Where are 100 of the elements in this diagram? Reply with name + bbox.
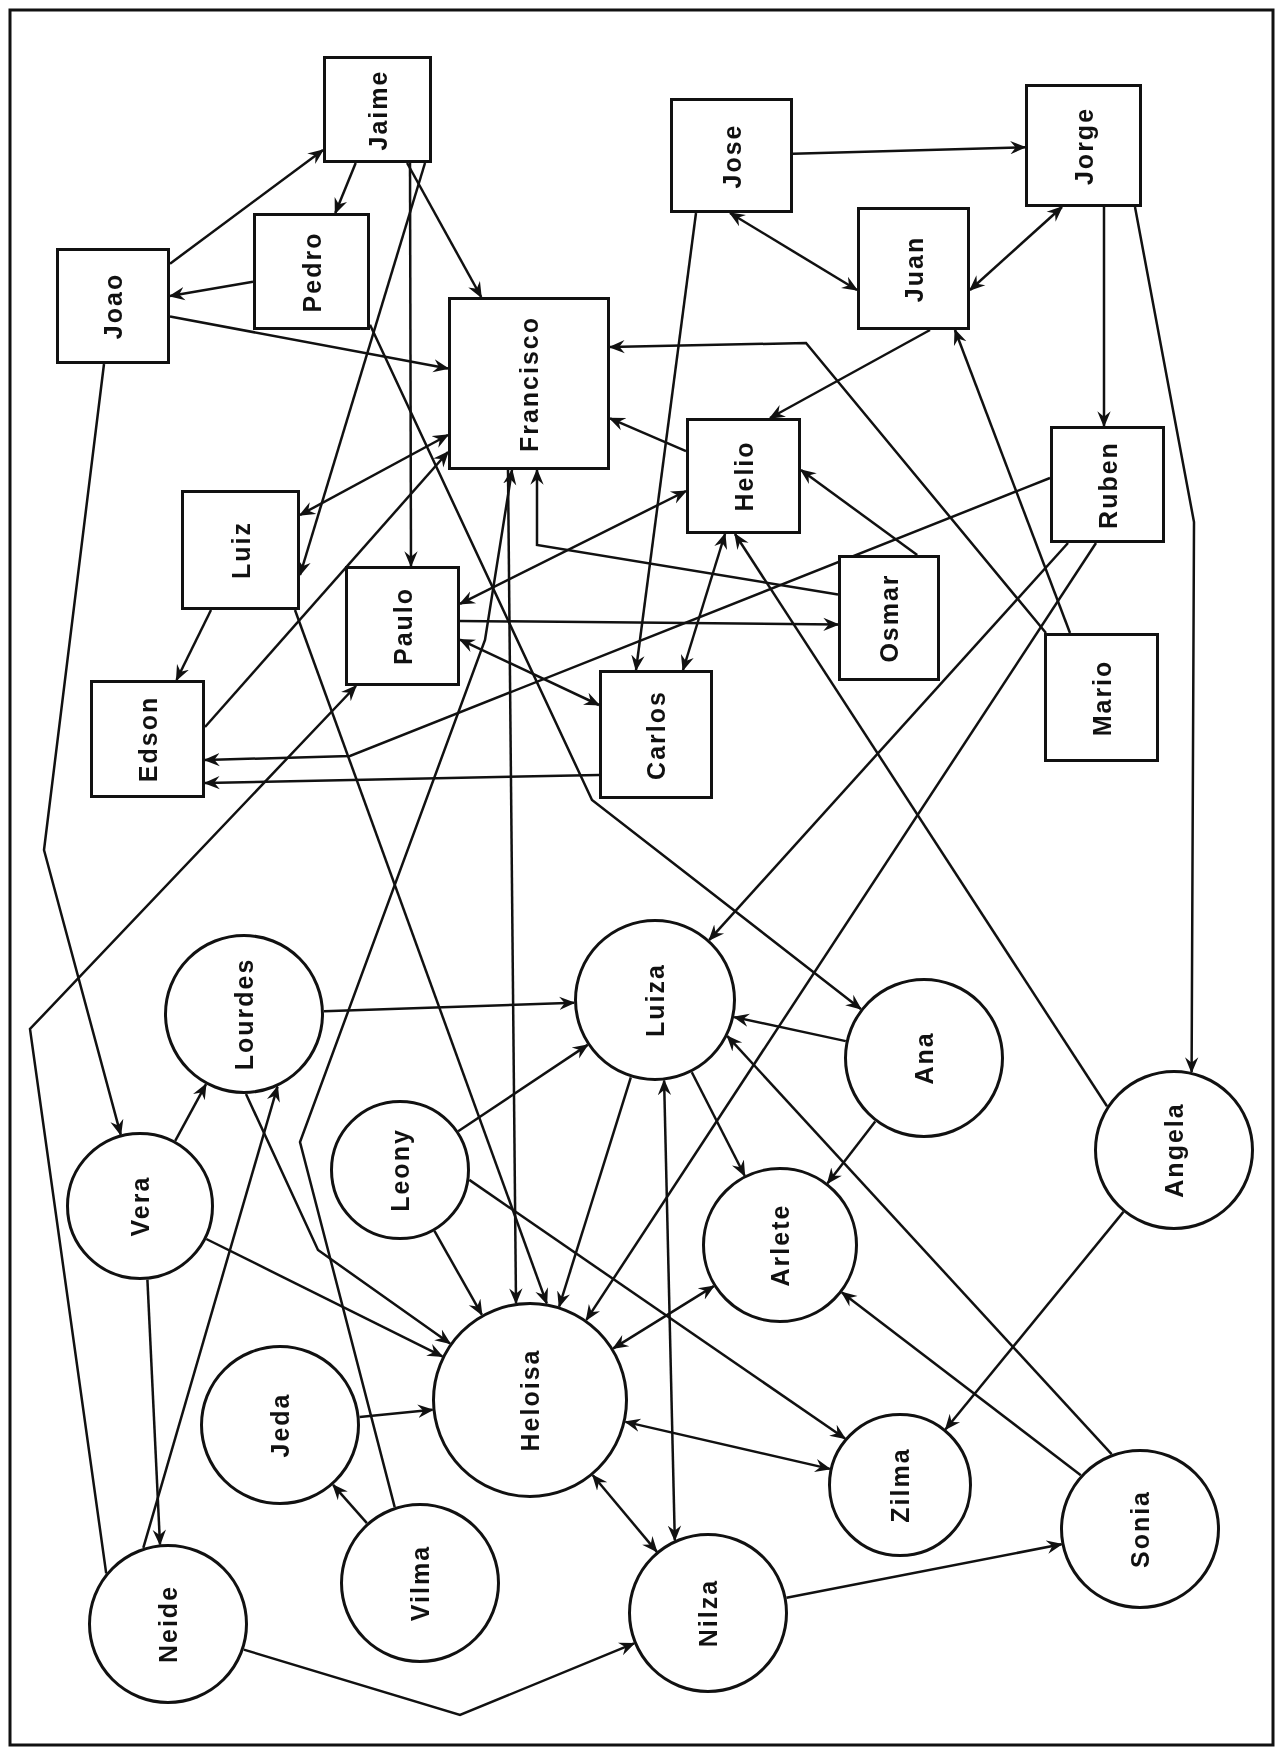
arrow — [28, 685, 357, 1574]
name-label: Helio — [729, 440, 758, 512]
name-label: Jaime — [363, 69, 392, 150]
arrow — [169, 315, 450, 373]
arrow — [786, 1540, 1063, 1599]
arrow — [323, 996, 576, 1013]
arrow — [631, 212, 698, 672]
name-label: Mario — [1087, 659, 1116, 736]
name-label: Nilza — [693, 1578, 723, 1648]
arrow — [690, 1071, 746, 1177]
name-box — [599, 670, 713, 799]
arrow — [146, 1279, 166, 1546]
arrow — [203, 773, 600, 790]
arrow — [624, 1418, 832, 1473]
arrow — [468, 1178, 847, 1440]
arrow — [612, 1285, 715, 1350]
arrow — [506, 470, 523, 1305]
name-box — [1044, 633, 1159, 762]
arrow — [203, 476, 1051, 767]
name-label: Lourdes — [229, 957, 259, 1071]
arrow — [169, 149, 325, 265]
name-label: Joao — [98, 272, 128, 340]
name-label: Ruben — [1093, 440, 1122, 529]
arrow — [969, 206, 1063, 291]
name-box — [345, 566, 460, 686]
arrow — [406, 162, 483, 299]
arrow — [585, 542, 1098, 1321]
name-label: Jose — [717, 123, 746, 188]
name-label: Luiza — [640, 963, 670, 1037]
arrow — [205, 1237, 444, 1358]
arrow — [944, 1211, 1125, 1431]
arrow — [733, 532, 1109, 1107]
arrow — [293, 609, 548, 1305]
arrow — [298, 468, 517, 1508]
name-box — [448, 297, 610, 470]
arrow — [298, 433, 450, 517]
arrow — [591, 1474, 658, 1553]
name-box — [181, 490, 300, 610]
arrow — [732, 1013, 847, 1043]
arrow — [680, 532, 728, 672]
name-box — [90, 680, 205, 798]
arrow — [458, 638, 601, 707]
name-label: Zilma — [885, 1447, 915, 1523]
arrow — [359, 1404, 434, 1419]
name-label: Pedro — [297, 231, 326, 312]
arrow — [168, 280, 254, 301]
name-label: Sonia — [1125, 1489, 1155, 1569]
arrow — [244, 1093, 452, 1345]
arrow — [768, 328, 931, 420]
name-label: Angela — [1159, 1102, 1189, 1198]
name-label: Carlos — [641, 689, 671, 780]
arrow — [433, 1230, 483, 1316]
name-label: Osmar — [874, 573, 904, 663]
name-label: Neide — [153, 1584, 183, 1664]
name-label: Heloisa — [515, 1348, 545, 1452]
arrow — [243, 1642, 636, 1717]
arrow — [334, 162, 357, 215]
arrow — [368, 324, 862, 1010]
arrow — [175, 609, 213, 682]
arrow — [404, 163, 418, 568]
name-label: Luiz — [226, 521, 255, 579]
arrow — [608, 340, 1047, 634]
arrow — [953, 328, 1072, 634]
arrow — [792, 140, 1027, 156]
name-label: Paulo — [388, 586, 417, 666]
name-label: Vera — [125, 1175, 155, 1237]
arrow — [460, 617, 840, 632]
name-label: Ana — [909, 1031, 939, 1085]
arrow — [204, 451, 449, 728]
arrow — [799, 469, 918, 556]
arrow — [840, 1291, 1082, 1477]
name-box — [56, 248, 170, 364]
name-label: Jeda — [265, 1392, 295, 1458]
arrow — [557, 1076, 632, 1308]
name-label: Jorge — [1069, 106, 1098, 185]
name-box — [686, 418, 801, 534]
arrow — [608, 417, 687, 453]
arrow — [826, 1120, 877, 1185]
arrow — [1097, 207, 1111, 428]
arrow — [530, 468, 839, 596]
name-box — [1025, 84, 1142, 207]
name-box — [838, 555, 940, 681]
name-label: Juan — [899, 235, 928, 302]
arrow — [332, 1483, 368, 1524]
name-box — [253, 213, 370, 330]
name-label: Leony — [385, 1128, 415, 1212]
arrow — [457, 1043, 589, 1133]
name-box — [857, 207, 970, 330]
name-label: Francisco — [514, 315, 544, 452]
name-label: Arlete — [765, 1203, 795, 1287]
name-label: Vilma — [405, 1544, 435, 1622]
arrow — [708, 542, 1069, 941]
name-label: Edson — [133, 695, 162, 783]
arrow — [728, 211, 859, 292]
arrow — [1133, 206, 1199, 1074]
arrow — [42, 363, 124, 1136]
arrow — [657, 1079, 682, 1542]
arrow — [174, 1083, 207, 1142]
name-box — [670, 98, 793, 213]
arrow — [142, 1085, 280, 1549]
